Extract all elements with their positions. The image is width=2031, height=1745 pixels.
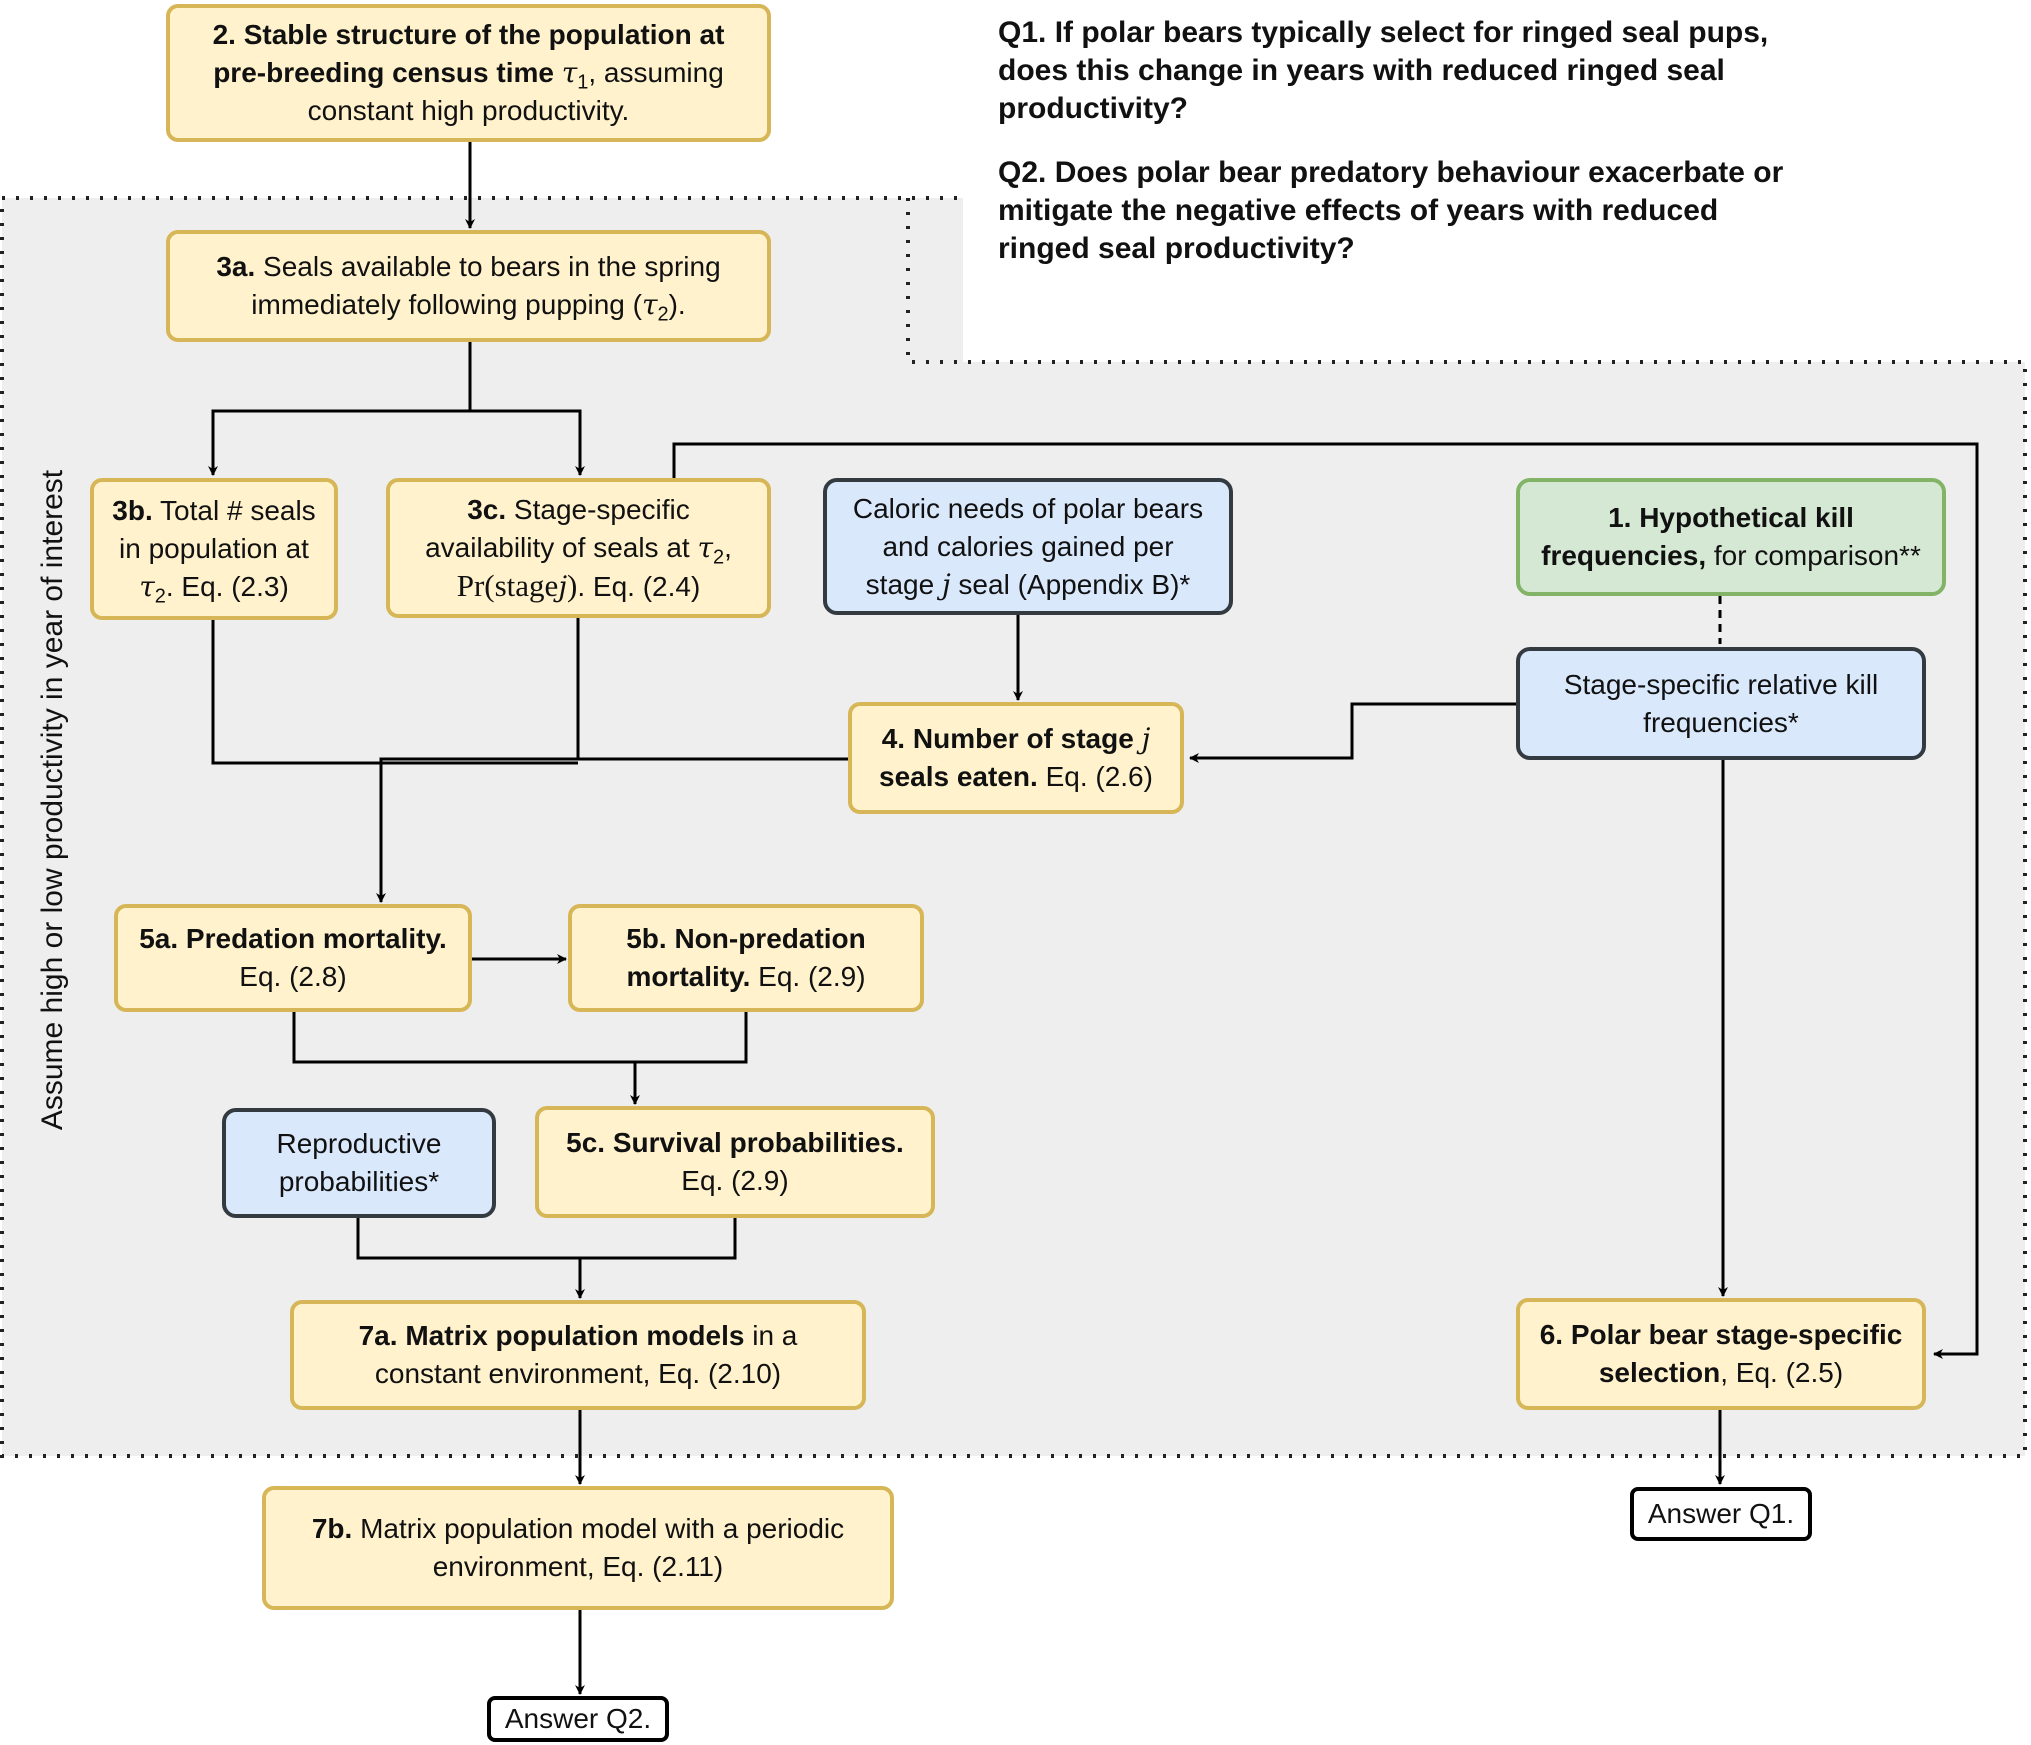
edge-5a-5c: [292, 1012, 748, 1064]
research-questions: Q1. If polar bears typically select for …: [998, 14, 2008, 294]
answer-q2[interactable]: Answer Q2.: [487, 1696, 669, 1742]
edge-3c-merge: [376, 618, 580, 903]
node-2-stable-structure[interactable]: 2. Stable structure of the population at…: [166, 4, 771, 142]
question-1: Q1. If polar bears typically select for …: [998, 16, 1769, 125]
node-4-seals-eaten[interactable]: 4. Number of stage j seals eaten. Eq. (2…: [848, 702, 1184, 814]
node-3c-stage-specific-availability[interactable]: 3c. Stage-specific availability of seals…: [386, 478, 771, 618]
node-1-hypothetical-kill-frequencies[interactable]: 1. Hypothetical kill frequencies, for co…: [1516, 478, 1946, 596]
node-3a-seals-available[interactable]: 3a. Seals available to bears in the spri…: [166, 230, 771, 342]
edge-3c-6: [672, 442, 1979, 1359]
answer-q1[interactable]: Answer Q1.: [1630, 1487, 1812, 1541]
region-border: [0, 196, 2027, 1458]
node-caloric-needs[interactable]: Caloric needs of polar bears and calorie…: [823, 478, 1233, 615]
node-relative-kill-frequencies[interactable]: Stage-specific relative kill frequencies…: [1516, 647, 1926, 760]
edge-relkill-4: [1189, 702, 1516, 763]
edge-repro-7a: [356, 1218, 737, 1260]
node-5b-non-predation-mortality[interactable]: 5b. Non-predation mortality. Eq. (2.9): [568, 904, 924, 1012]
node-5a-predation-mortality[interactable]: 5a. Predation mortality. Eq. (2.8): [114, 904, 472, 1012]
question-2: Q2. Does polar bear predatory behaviour …: [998, 156, 1784, 265]
edge-3b-merge: [211, 620, 578, 765]
node-reproductive-probabilities[interactable]: Reproductive probabilities*: [222, 1108, 496, 1218]
node-6-stage-specific-selection[interactable]: 6. Polar bear stage-specific selection, …: [1516, 1298, 1926, 1410]
node-7b-matrix-model-periodic[interactable]: 7b. Matrix population model with a perio…: [262, 1486, 894, 1610]
node-7a-matrix-models-constant[interactable]: 7a. Matrix population models in a consta…: [290, 1300, 866, 1410]
node-3b-total-seals[interactable]: 3b. Total # seals in population at τ2. E…: [90, 478, 338, 620]
node-5c-survival-probabilities[interactable]: 5c. Survival probabilities. Eq. (2.9): [535, 1106, 935, 1218]
